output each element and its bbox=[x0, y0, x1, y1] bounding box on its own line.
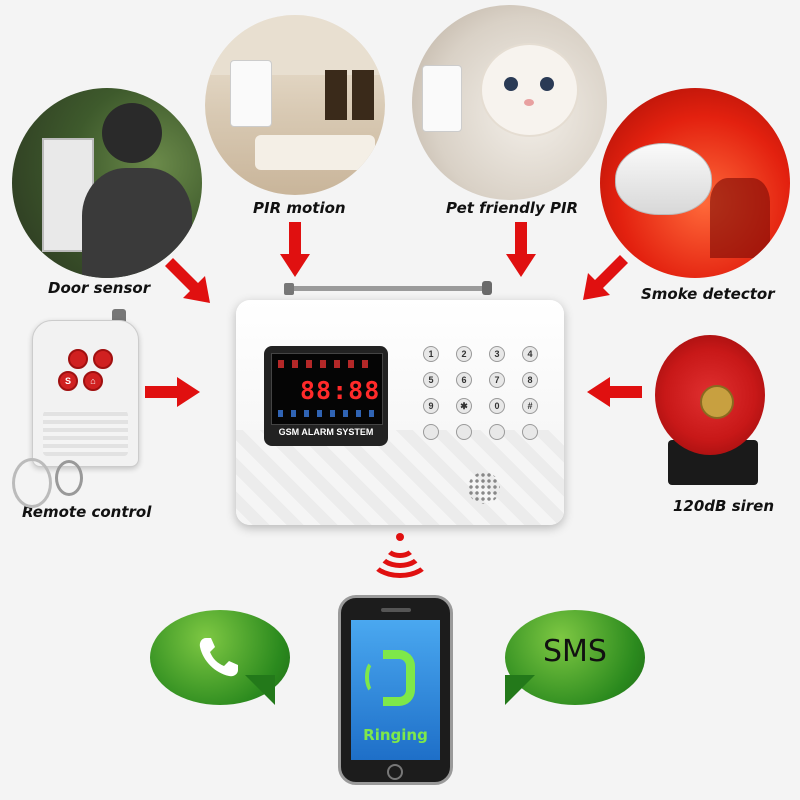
smoke-detector-icon bbox=[615, 143, 712, 215]
panel-display: 88:88 GSM ALARM SYSTEM bbox=[264, 346, 388, 446]
keypad-key-disarm-icon[interactable] bbox=[456, 424, 472, 440]
siren-label: 120dB siren bbox=[673, 497, 775, 515]
smoke-detector-photo bbox=[600, 88, 790, 278]
keypad-key-4[interactable]: 4 bbox=[522, 346, 538, 362]
display-caption: GSM ALARM SYSTEM bbox=[278, 427, 374, 437]
keypad-key-9[interactable]: 9 bbox=[423, 398, 439, 414]
sms-bubble-text: SMS bbox=[543, 634, 607, 669]
keypad-key-home-icon[interactable] bbox=[489, 424, 505, 440]
arrow-smoke-to-panel-icon bbox=[583, 255, 628, 300]
kitten-eye-icon bbox=[540, 77, 554, 91]
ringing-handset-icon bbox=[383, 650, 415, 706]
keypad-key-5[interactable]: 5 bbox=[423, 372, 439, 388]
keyring-icon bbox=[55, 460, 83, 496]
pir-motion-photo bbox=[205, 15, 385, 195]
remote-button-arm[interactable] bbox=[68, 349, 88, 369]
keypad-key-1[interactable]: 1 bbox=[423, 346, 439, 362]
siren-logo bbox=[700, 385, 734, 419]
keypad-key-2[interactable]: 2 bbox=[456, 346, 472, 362]
remote-button-disarm[interactable] bbox=[93, 349, 113, 369]
mobile-phone: Ringing bbox=[338, 595, 453, 785]
pet-friendly-pir-label: Pet friendly PIR bbox=[446, 199, 579, 217]
pir-motion-label: PIR motion bbox=[253, 199, 346, 217]
panel-antenna bbox=[284, 286, 489, 291]
arrow-door-to-panel-icon bbox=[165, 258, 210, 303]
arrow-pet-to-panel-icon bbox=[506, 222, 536, 277]
status-icons-row-bottom bbox=[278, 410, 376, 417]
pet-friendly-pir-photo bbox=[412, 5, 607, 200]
arrow-pir-to-panel-icon bbox=[280, 222, 310, 277]
remote-control-label: Remote control bbox=[22, 503, 152, 521]
keypad-key-hash[interactable]: # bbox=[522, 398, 538, 414]
phone-home-button[interactable] bbox=[387, 764, 403, 780]
phone-handset-icon bbox=[199, 638, 238, 677]
alarm-panel: 88:88 GSM ALARM SYSTEM 1 2 3 4 5 6 7 8 9… bbox=[236, 300, 564, 525]
keypad-key-3[interactable]: 3 bbox=[489, 346, 505, 362]
arrow-remote-to-panel-icon bbox=[145, 377, 200, 407]
display-digits: 88:88 bbox=[300, 376, 381, 405]
keypad-key-6[interactable]: 6 bbox=[456, 372, 472, 388]
phone-earpiece bbox=[381, 608, 411, 612]
remote-button-sos[interactable]: S bbox=[58, 371, 78, 391]
pir-sensor-icon bbox=[422, 65, 462, 132]
kitten-head-icon bbox=[482, 45, 577, 135]
status-icons-row bbox=[278, 360, 376, 368]
arrow-siren-to-panel-icon bbox=[587, 377, 642, 407]
door-sensor-photo bbox=[12, 88, 202, 278]
keyring-icon bbox=[12, 458, 52, 508]
kitten-nose-icon bbox=[524, 99, 534, 106]
remote-button-home[interactable]: ⌂ bbox=[83, 371, 103, 391]
door-sensor-label: Door sensor bbox=[48, 279, 151, 297]
pir-sensor-icon bbox=[230, 60, 272, 127]
sofa-icon bbox=[255, 135, 375, 170]
keypad-key-arm-icon[interactable] bbox=[423, 424, 439, 440]
keypad-key-0[interactable]: 0 bbox=[489, 398, 505, 414]
ringing-text: Ringing bbox=[363, 726, 428, 744]
panel-speaker-grille bbox=[468, 472, 500, 504]
keypad-key-search-icon[interactable] bbox=[522, 424, 538, 440]
burglar-head-icon bbox=[102, 103, 162, 163]
remote-control: S ⌂ bbox=[32, 320, 139, 467]
keypad-key-8[interactable]: 8 bbox=[522, 372, 538, 388]
smoke-detector-label: Smoke detector bbox=[641, 285, 775, 303]
firefighter-icon bbox=[710, 178, 770, 258]
keypad-key-star[interactable]: ✱ bbox=[456, 398, 472, 414]
phone-screen: Ringing bbox=[351, 620, 440, 760]
keypad-key-7[interactable]: 7 bbox=[489, 372, 505, 388]
kitten-eye-icon bbox=[504, 77, 518, 91]
